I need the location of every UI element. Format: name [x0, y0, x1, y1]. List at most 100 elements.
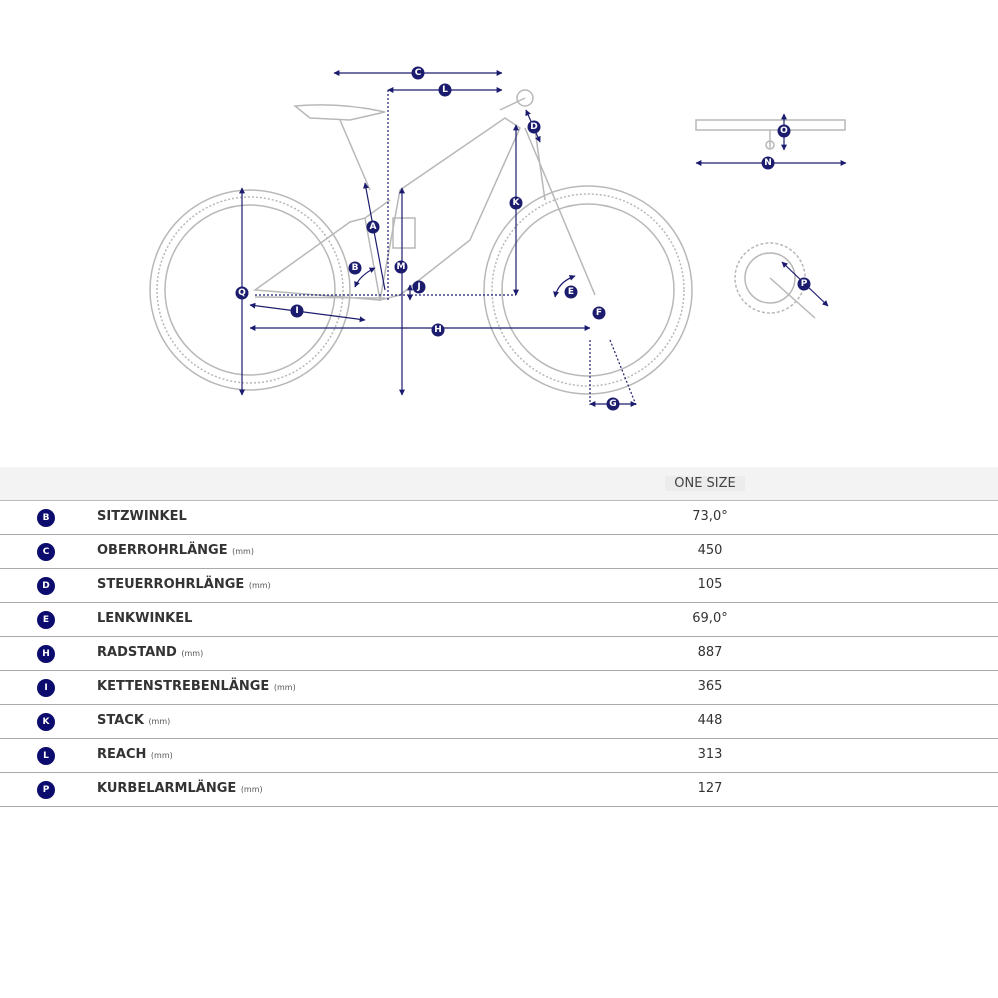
label-marker-k	[509, 196, 523, 210]
label-marker-c	[411, 66, 425, 80]
dimension-unit: (mm)	[181, 649, 204, 658]
label-letter: F	[596, 308, 602, 318]
dimension-value: 313	[697, 747, 723, 762]
label-marker-a	[366, 220, 380, 234]
geometry-table: ONE SIZE B SITZWINKEL 73,0° C OBERROHRLÄNGE…	[0, 467, 998, 807]
label-letter: M	[397, 262, 406, 272]
dimension-badge: P	[37, 781, 55, 799]
dimension-unit: (mm)	[248, 581, 271, 590]
table-row: E LENKWINKEL 69,0°	[0, 603, 998, 637]
label-marker-d	[527, 120, 541, 134]
frame	[252, 117, 521, 302]
label-letter: O	[780, 126, 788, 136]
dimension-name: RADSTAND (mm)	[97, 645, 203, 660]
label-marker-p	[797, 277, 811, 291]
dimension-badge: B	[37, 509, 55, 527]
label-marker-j	[412, 280, 426, 294]
dimension-name: STACK (mm)	[97, 713, 170, 728]
dimension-badge: D	[37, 577, 55, 595]
dimension-value: 450	[697, 543, 723, 558]
dimension-value: 105	[697, 577, 723, 592]
label-letter: J	[416, 282, 420, 292]
label-letter: H	[434, 325, 442, 335]
dimension-name: KETTENSTREBENLÄNGE (mm)	[97, 679, 296, 694]
label-marker-i	[290, 304, 304, 318]
size-column-header: ONE SIZE	[665, 476, 745, 491]
dimension-label: STEUERROHRLÄNGE	[97, 577, 245, 592]
dimension-value: 127	[697, 781, 723, 796]
label-letter: Q	[238, 288, 246, 298]
label-letter: B	[352, 263, 359, 273]
dimension-name: SITZWINKEL	[97, 509, 187, 524]
dimension-label: KURBELARMLÄNGE	[97, 781, 237, 796]
handlebar	[695, 119, 846, 148]
label-marker-b	[348, 261, 362, 275]
saddle	[293, 104, 386, 121]
label-marker-o	[777, 124, 791, 138]
table-row: I KETTENSTREBENLÄNGE (mm) 365	[0, 671, 998, 705]
label-marker-g	[606, 397, 620, 411]
label-marker-e	[564, 285, 578, 299]
dimension-label: RADSTAND	[97, 645, 177, 660]
dimension-badge: I	[37, 679, 55, 697]
shock	[392, 217, 416, 249]
dimension-badge: C	[37, 543, 55, 561]
dimension-label: OBERROHRLÄNGE	[97, 543, 228, 558]
label-marker-f	[592, 306, 606, 320]
table-row: H RADSTAND (mm) 887	[0, 637, 998, 671]
dimension-name: OBERROHRLÄNGE (mm)	[97, 543, 254, 558]
stem	[499, 97, 526, 111]
table-row: C OBERROHRLÄNGE (mm) 450	[0, 535, 998, 569]
table-row: P KURBELARMLÄNGE (mm) 127	[0, 773, 998, 807]
dimension-unit: (mm)	[150, 751, 173, 760]
label-letter: E	[568, 287, 574, 297]
label-marker-q	[235, 286, 249, 300]
dimension-label: REACH	[97, 747, 147, 762]
dimension-label: LENKWINKEL	[97, 611, 193, 626]
label-letter: K	[513, 198, 521, 208]
fork	[524, 127, 596, 296]
bike-drawing	[149, 89, 846, 395]
table-row: D STEUERROHRLÄNGE (mm) 105	[0, 569, 998, 603]
seatpost	[339, 119, 371, 191]
label-marker-n	[761, 156, 775, 170]
dimension-value: 887	[697, 645, 723, 660]
dimension-value: 365	[697, 679, 723, 694]
dimension-badge: E	[37, 611, 55, 629]
dimension-name: REACH (mm)	[97, 747, 173, 762]
dimension-name: KURBELARMLÄNGE (mm)	[97, 781, 263, 796]
dimension-lines	[239, 70, 847, 407]
dimension-label: SITZWINKEL	[97, 509, 187, 524]
dimension-unit: (mm)	[232, 547, 254, 556]
label-letter: I	[295, 306, 298, 316]
dimension-value: 448	[697, 713, 723, 728]
dimension-unit: (mm)	[240, 785, 263, 794]
label-letter: N	[764, 158, 772, 168]
label-letter: D	[530, 122, 537, 132]
dimension-value: 73,0°	[692, 509, 728, 524]
label-letter: C	[415, 68, 422, 78]
label-letter: A	[370, 222, 377, 232]
table-row: L REACH (mm) 313	[0, 739, 998, 773]
dimension-name: STEUERROHRLÄNGE (mm)	[97, 577, 271, 592]
label-marker-l	[438, 83, 452, 97]
dimension-badge: H	[37, 645, 55, 663]
dimension-label: KETTENSTREBENLÄNGE	[97, 679, 270, 694]
dimension-label: STACK	[97, 713, 144, 728]
dimension-badge: L	[37, 747, 55, 765]
dimension-unit: (mm)	[148, 717, 171, 726]
table-row: B SITZWINKEL 73,0°	[0, 501, 998, 535]
rear-wheel	[149, 189, 351, 391]
dimension-unit: (mm)	[273, 683, 296, 692]
dimension-name: LENKWINKEL	[97, 611, 192, 626]
label-letter: P	[801, 279, 808, 289]
label-letter: G	[609, 399, 616, 409]
dimension-value: 69,0°	[692, 611, 728, 626]
front-wheel	[483, 185, 693, 395]
table-header: ONE SIZE	[0, 467, 998, 501]
table-row: K STACK (mm) 448	[0, 705, 998, 739]
label-marker-m	[394, 260, 408, 274]
dimension-badge: K	[37, 713, 55, 731]
